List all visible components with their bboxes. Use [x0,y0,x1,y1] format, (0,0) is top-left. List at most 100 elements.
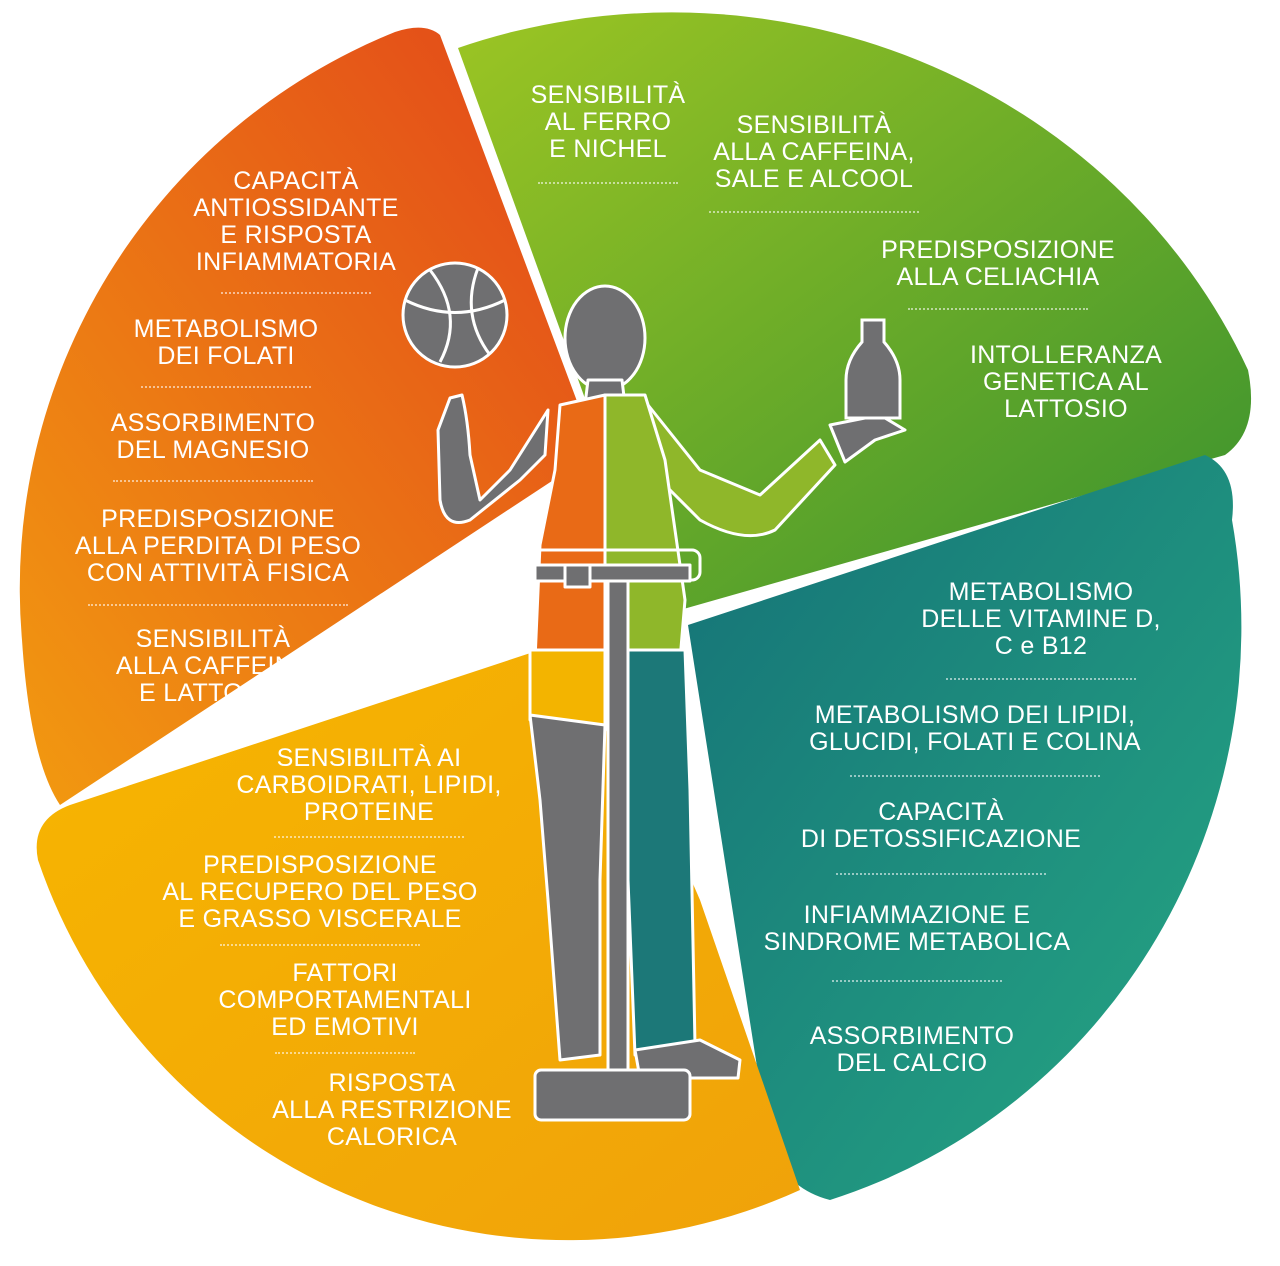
right-arm [638,393,837,538]
label-line: AL FERRO [544,108,672,136]
label-line: METABOLISMO DEI LIPIDI, [814,701,1136,729]
label-line: ALLA CAFFEINA, [713,138,915,166]
label-line: ALLA RESTRIZIONE [272,1096,512,1124]
label-line: ALLA PERDITA DI PESO [74,532,362,560]
label-line: DEL CALCIO [836,1049,988,1077]
label-line: PROTEINE [303,798,435,826]
head [563,284,647,392]
milk-bottle-icon [844,318,902,420]
label-line: PREDISPOSIZIONE [101,505,335,533]
dotted-separator [220,944,420,946]
scale-column [606,578,630,1072]
label-line: ASSORBIMENTO [809,1022,1015,1050]
dotted-separator [850,775,1100,777]
basketball-seam-3 [469,267,492,356]
dotted-separator [538,182,678,184]
label-line: E RISPOSTA [220,221,372,249]
basketball-seam-1 [404,298,506,314]
label-line: METABOLISMO [133,315,319,343]
dotted-separator [832,980,1002,982]
dotted-separator [275,1052,415,1054]
label-line: DI DETOSSIFICAZIONE [800,825,1082,853]
label-line: SENSIBILITÀ [530,81,686,109]
label-line: E NICHEL [549,135,667,163]
label-line: METABOLISMO [948,578,1134,606]
dotted-separator [946,678,1136,680]
label-line: FATTORI [292,959,398,987]
label-line: CAPACITÀ [878,798,1004,826]
label-line: ALLA CELIACHIA [896,263,1100,291]
label-line: DEI FOLATI [157,342,295,370]
dotted-separator [221,292,371,294]
label-line: GLUCIDI, FOLATI E COLINA [809,728,1141,756]
dotted-separator [274,836,464,838]
label-line: AL RECUPERO DEL PESO [162,878,478,906]
dotted-separator [908,308,1088,310]
sector-orange [19,27,597,806]
label-teal-2: METABOLISMO DEI LIPIDI,GLUCIDI, FOLATI E… [809,702,1141,756]
label-line: SENSIBILITÀ [135,625,291,653]
label-line: CARBOIDRATI, LIPIDI, [236,771,502,799]
dotted-separator [836,873,1046,875]
scale-base [533,1068,692,1122]
label-line: C e B12 [994,632,1088,660]
label-line: INFIAMMATORIA [195,248,397,276]
label-line: PREDISPOSIZIONE [203,851,437,879]
label-line: CON ATTIVITÀ FISICA [86,559,350,587]
dotted-separator [141,386,311,388]
scale-weight [563,563,592,589]
dotted-separator [113,480,313,482]
scale-beam [533,563,692,583]
label-line: SENSIBILITÀ AI [276,744,462,772]
left-leg [528,713,607,1062]
left-arm [436,393,550,524]
milk-bottle-body [844,318,902,420]
label-line: SALE E ALCOOL [714,165,914,193]
label-line: CALORICA [326,1123,458,1151]
basketball-seam-2 [428,269,452,363]
basketball-icon [401,261,509,369]
label-line: ASSORBIMENTO [110,409,316,437]
label-line: E LATTOSIO [139,679,287,707]
label-line: PREDISPOSIZIONE [881,236,1115,264]
label-line: CAPACITÀ [233,167,359,195]
label-line: SENSIBILITÀ [736,111,892,139]
label-line: SINDROME METABOLICA [763,928,1071,956]
label-line: LATTOSIO [1004,395,1128,423]
label-line: RISPOSTA [328,1069,456,1097]
sector-teal [688,455,1242,1200]
label-line: ALLA CAFFEINA [115,652,311,680]
label-line: INFIAMMAZIONE E [803,901,1031,929]
label-line: ED EMOTIVI [271,1013,419,1041]
label-line: INTOLLERANZA [969,341,1163,369]
label-line: ANTIOSSIDANTE [193,194,399,222]
label-line: E GRASSO VISCERALE [178,905,462,933]
label-line: GENETICA AL [983,368,1149,396]
dotted-separator [88,604,348,606]
dotted-separator [709,211,919,213]
person-silhouette-icon [436,284,907,1122]
label-line: DEL MAGNESIO [116,436,310,464]
label-line: COMPORTAMENTALI [218,986,472,1014]
basketball-body [401,261,509,369]
label-line: DELLE VITAMINE D, [921,605,1161,633]
